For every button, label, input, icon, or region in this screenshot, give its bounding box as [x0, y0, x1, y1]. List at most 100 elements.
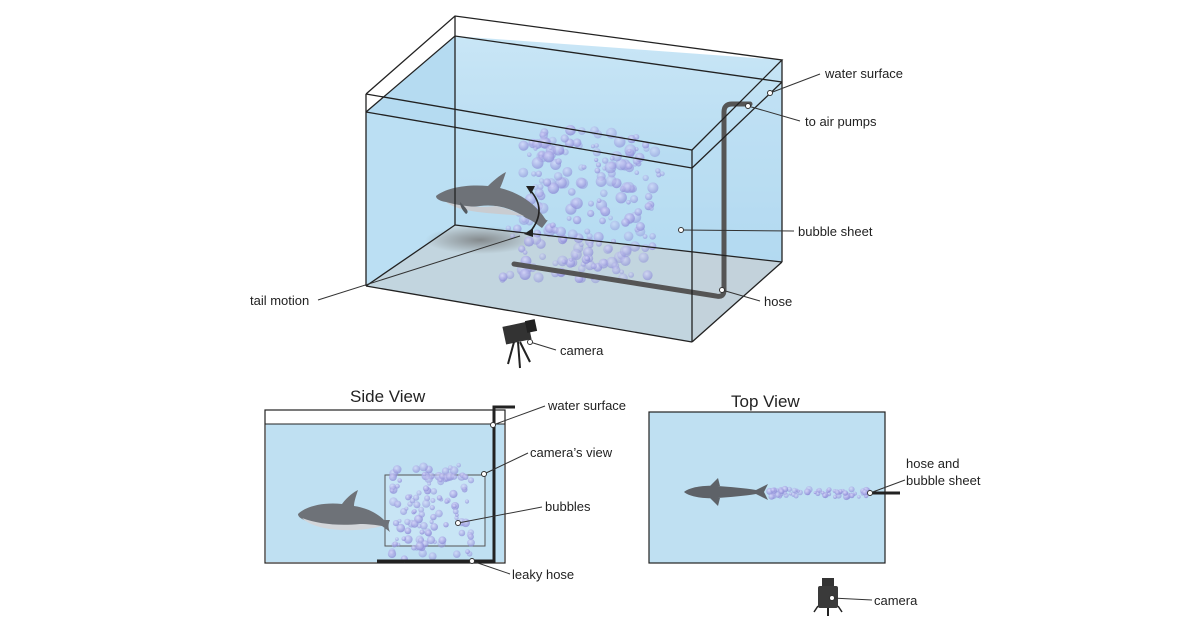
bubble [615, 192, 627, 204]
bubble [647, 182, 659, 194]
bubble [593, 231, 604, 243]
bubble [595, 176, 607, 188]
bubble [849, 493, 855, 499]
top-view-panel: Top View hose and bubble sheet camera [648, 392, 981, 616]
top-label-camera: camera [874, 593, 918, 608]
bubble [566, 216, 572, 221]
bubble [498, 272, 508, 282]
bubble [510, 233, 516, 239]
bubble [543, 151, 555, 163]
bubble [533, 146, 538, 151]
bubble [550, 222, 556, 229]
bubble [538, 178, 545, 184]
bubble [578, 264, 586, 273]
bubble [612, 265, 621, 275]
bubble [649, 146, 661, 158]
bubble [822, 493, 827, 498]
bubble [577, 178, 588, 189]
bubble [557, 255, 568, 267]
bubble [438, 478, 443, 482]
bubble [535, 170, 542, 177]
bubble [613, 136, 626, 148]
bubble [505, 225, 512, 231]
bubble [444, 499, 449, 504]
bubble [619, 269, 624, 275]
bubble [418, 549, 427, 558]
bubble [600, 189, 608, 198]
bubble [579, 242, 584, 247]
bubble [397, 518, 402, 523]
bubble [609, 156, 615, 161]
bubble [568, 188, 576, 196]
bubble-sheet-cloud [498, 125, 665, 284]
bubble [430, 513, 437, 521]
bubble [572, 138, 582, 147]
bubble [537, 183, 544, 190]
bubble [615, 158, 627, 171]
bubble [779, 489, 784, 494]
bubble [562, 167, 573, 177]
bubble [591, 144, 595, 149]
bubble [598, 258, 609, 269]
side-label-cameras-view: camera’s view [530, 445, 613, 460]
top-view-tank [648, 411, 886, 564]
bubble [430, 523, 439, 531]
bubble [397, 478, 403, 483]
bubble [454, 515, 459, 521]
bubble [392, 541, 398, 547]
bubble [848, 486, 855, 493]
bubble [467, 477, 475, 484]
bubble [555, 158, 562, 165]
bubble [392, 520, 400, 527]
bubble [543, 178, 552, 187]
side-label-bubbles: bubbles [545, 499, 591, 514]
bubble [456, 462, 462, 468]
bubble [605, 175, 617, 187]
bubble [587, 242, 594, 249]
bubble [625, 162, 633, 170]
tail-motion-arrowhead-top [526, 186, 535, 194]
bubble [774, 492, 781, 498]
bubble [462, 473, 469, 480]
bubble [583, 247, 594, 258]
bubble [590, 263, 597, 270]
bubble [450, 473, 458, 480]
bubble [422, 471, 427, 477]
bubble [418, 506, 425, 513]
bubble [655, 168, 661, 174]
bubble [531, 157, 544, 169]
dolphin-shadow [425, 226, 535, 254]
bubble [519, 268, 531, 280]
bubble [552, 260, 559, 267]
bubble [518, 167, 529, 178]
bubble [571, 197, 583, 210]
bubble [412, 465, 421, 473]
bubble [584, 255, 590, 262]
bubble [649, 233, 656, 240]
bubble [518, 245, 526, 253]
bubble [452, 508, 459, 515]
label-tail-motion: tail motion [250, 293, 309, 308]
bubble [581, 164, 587, 170]
bubble [791, 487, 798, 494]
bubble [608, 215, 613, 221]
bubble [409, 498, 416, 504]
bubble [527, 152, 532, 157]
bubble [453, 550, 461, 558]
bubble [587, 209, 595, 218]
bubble [603, 244, 613, 254]
camera-top-view [813, 578, 843, 616]
bubble [533, 272, 544, 283]
bubble [401, 536, 407, 541]
bubble [630, 195, 639, 204]
bubble [600, 206, 611, 217]
bubble [786, 486, 793, 492]
side-view-panel: Side View water surface camera’s view bu… [264, 387, 626, 582]
label-to-air-pumps: to air pumps [805, 114, 877, 129]
bubble [419, 462, 428, 472]
tail-motion-arrowhead-bottom [524, 228, 533, 237]
bubble [412, 509, 417, 514]
bubble [842, 490, 849, 496]
bubble [505, 270, 515, 280]
bubble [405, 494, 412, 501]
